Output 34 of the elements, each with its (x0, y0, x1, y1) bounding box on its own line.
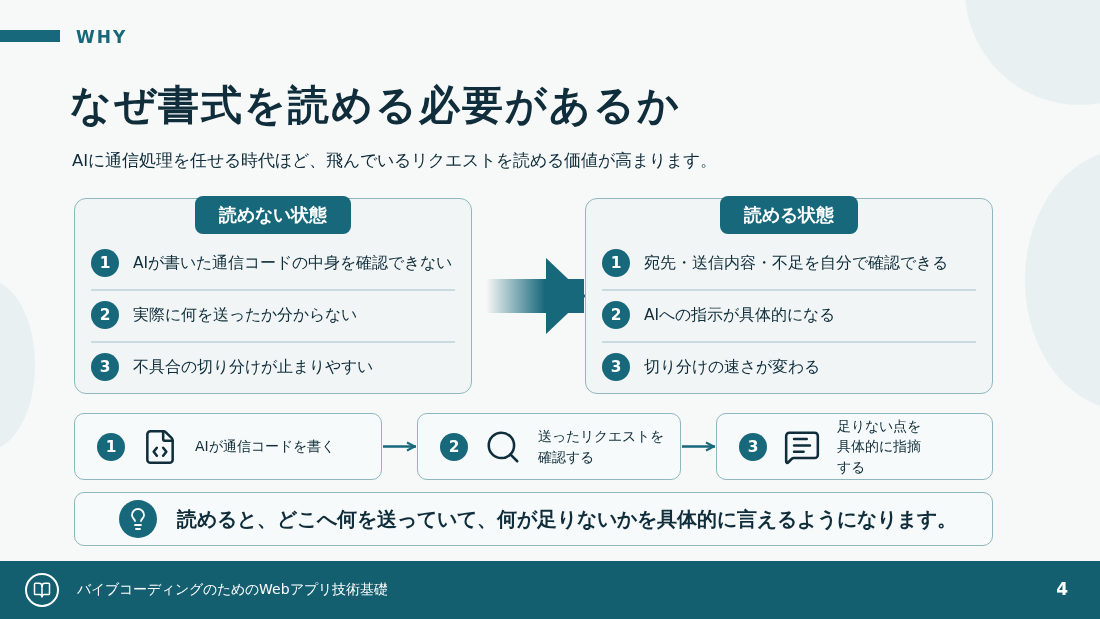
item-text: AIが書いた通信コードの中身を確認できない (133, 252, 453, 274)
step-box (417, 413, 681, 480)
number-badge: 1 (91, 249, 119, 277)
footer-text: バイブコーディングのためのWebアプリ技術基礎 (77, 581, 388, 599)
item-text: 宛先・送信内容・不足を自分で確認できる (644, 252, 948, 274)
state-panel (74, 198, 472, 394)
panel-heading: 読める状態 (720, 196, 858, 234)
section-label: WHY (76, 27, 128, 47)
item-text: AIへの指示が具体的になる (644, 304, 836, 326)
step-box (74, 413, 382, 480)
state-panel (585, 198, 993, 394)
number-badge: 3 (602, 353, 630, 381)
item-text: 実際に何を送ったか分からない (133, 304, 357, 326)
number-badge: 2 (602, 301, 630, 329)
number-badge: 3 (91, 353, 119, 381)
step-text: 送ったリクエストを確認する (538, 427, 665, 467)
number-badge: 1 (602, 249, 630, 277)
page-number: 4 (1056, 579, 1068, 599)
subtitle: AIに通信処理を任せる時代ほど、飛んでいるリクエストを読める価値が高まります。 (72, 150, 718, 172)
number-badge: 3 (739, 432, 767, 461)
step-text: AIが通信コードを書く (195, 437, 335, 457)
number-badge: 1 (97, 432, 125, 461)
panel-heading: 読めない状態 (195, 196, 351, 234)
item-text: 切り分けの速さが変わる (644, 356, 820, 378)
arrow (383, 441, 416, 452)
title: なぜ書式を読める必要があるか (70, 80, 681, 131)
step-box (716, 413, 993, 480)
number-badge: 2 (440, 432, 468, 461)
item-text: 不具合の切り分けが止まりやすい (133, 356, 373, 378)
step-text: 足りない点を具体的に指摘する (837, 417, 922, 477)
arrow (682, 441, 715, 452)
number-badge: 2 (91, 301, 119, 329)
summary-box (74, 492, 993, 546)
summary-text: 読めると、どこへ何を送っていて、何が足りないかを具体的に言えるようになります。 (177, 506, 957, 533)
